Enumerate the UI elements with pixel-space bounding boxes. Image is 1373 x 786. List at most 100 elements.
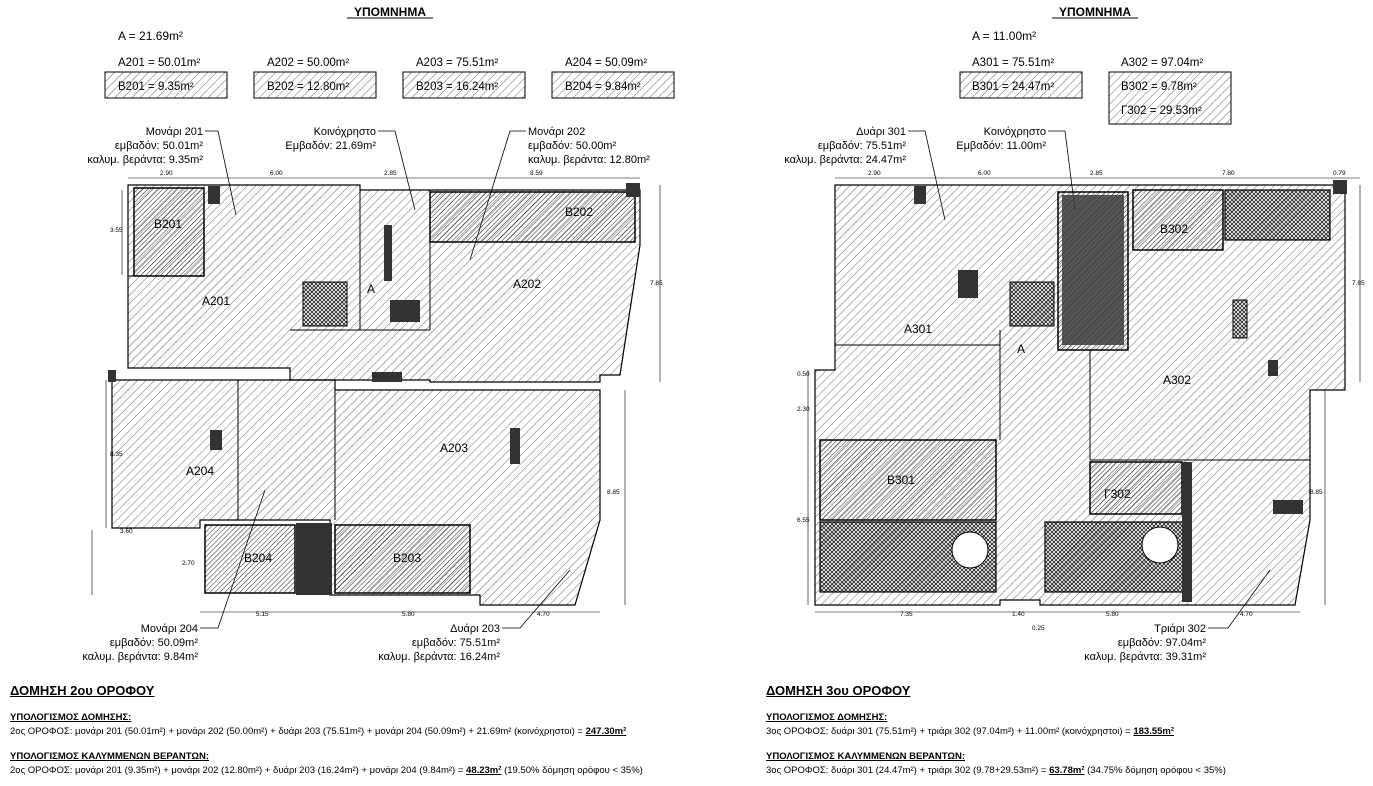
right-dim-top3: 2.85 bbox=[1090, 170, 1103, 177]
right-callout-302-veranda: καλυμ. βεράντα: 39.31m² bbox=[1084, 651, 1206, 663]
left-callout-201-area: εμβαδόν: 50.01m² bbox=[115, 140, 203, 152]
left-label-a: A bbox=[367, 282, 375, 296]
left-callout-204-area: εμβαδόν: 50.09m² bbox=[110, 637, 198, 649]
right-dim-right2: 8.85 bbox=[1310, 489, 1323, 496]
left-callout-203-veranda: καλυμ. βεράντα: 16.24m² bbox=[378, 651, 500, 663]
right-dim-top4: 7.80 bbox=[1222, 170, 1235, 177]
left-calc1-text: 2ος ΟΡΟΦΟΣ: μονάρι 201 (50.01m²) + μονάρ… bbox=[10, 726, 583, 737]
right-dim-bot4: 4.70 bbox=[1240, 611, 1253, 618]
left-dim-left1: 3.55 bbox=[110, 227, 123, 234]
left-area-a204: A204 = 50.09m² bbox=[565, 57, 647, 69]
left-dim-right2: 8.85 bbox=[607, 489, 620, 496]
right-legend-title: ΥΠΟΜΝΗΜΑ bbox=[1059, 5, 1131, 19]
right-calc1-text: 3ος ΟΡΟΦΟΣ: δυάρι 301 (75.51m²) + τριάρι… bbox=[766, 726, 1131, 737]
right-calc2-text: 3ος ΟΡΟΦΟΣ: δυάρι 301 (24.47m²) + τριάρι… bbox=[766, 765, 1047, 776]
right-dim-top2: 6.00 bbox=[978, 170, 991, 177]
right-dim-left2: 6.55 bbox=[797, 517, 810, 524]
left-dim-bot2: 5.80 bbox=[402, 611, 415, 618]
right-area-a301: A301 = 75.51m² bbox=[972, 57, 1054, 69]
left-veranda-b203: B203 = 16.24m² bbox=[416, 81, 498, 93]
right-dim-bot3: 5.80 bbox=[1106, 611, 1119, 618]
right-callout-301-area: εμβαδόν: 75.51m² bbox=[818, 140, 906, 152]
right-calc2-note: (34.75% δόμηση ορόφου < 35%) bbox=[1087, 765, 1226, 776]
left-floor-plan: B201 B202 A201 A202 A A203 A204 B204 B20… bbox=[91, 170, 663, 618]
right-callout-301-title: Δυάρι 301 bbox=[856, 126, 906, 138]
right-calc1-total: 183.55m² bbox=[1133, 726, 1175, 737]
left-callouts: Μονάρι 201 εμβαδόν: 50.01m² καλυμ. βεράν… bbox=[82, 126, 650, 663]
left-dim-top2: 6.00 bbox=[270, 170, 283, 177]
left-calc1-title: ΥΠΟΛΟΓΙΣΜΟΣ ΔΟΜΗΣΗΣ: bbox=[10, 712, 132, 723]
left-callout-204-veranda: καλυμ. βεράντα: 9.84m² bbox=[82, 651, 198, 663]
left-section-title: ΔΟΜΗΣΗ 2ου ΟΡΟΦΟΥ bbox=[10, 683, 155, 698]
left-dim-top1: 2.90 bbox=[160, 170, 173, 177]
left-area-a203: A203 = 75.51m² bbox=[416, 57, 498, 69]
right-label-b301: B301 bbox=[887, 473, 915, 487]
left-calc1-line: 2ος ΟΡΟΦΟΣ: μονάρι 201 (50.01m²) + μονάρ… bbox=[10, 726, 626, 737]
left-veranda-b204: B204 = 9.84m² bbox=[565, 81, 641, 93]
right-floor-plan: B302 A301 A A302 B301 Γ302 2.90 6.00 2.8… bbox=[797, 170, 1365, 632]
right-dim-top5: 0.79 bbox=[1333, 170, 1346, 177]
left-legend-title: ΥΠΟΜΝΗΜΑ bbox=[354, 5, 426, 19]
right-dim-bot2: 1.40 bbox=[1012, 611, 1025, 618]
left-calc2-title: ΥΠΟΛΟΓΙΣΜΟΣ ΚΑΛΥΜΜΕΝΩΝ ΒΕΡΑΝΤΩΝ: bbox=[10, 751, 209, 762]
left-dim-top4: 8.59 bbox=[530, 170, 543, 177]
left-callout-common-area: Εμβαδόν: 21.69m² bbox=[285, 140, 376, 152]
right-dim-right: 7.85 bbox=[1352, 280, 1365, 287]
left-legend: ΥΠΟΜΝΗΜΑ A = 21.69m² A201 = 50.01m² A202… bbox=[104, 5, 675, 99]
right-area-a302: A302 = 97.04m² bbox=[1121, 57, 1203, 69]
right-dim-top1: 2.90 bbox=[868, 170, 881, 177]
right-calc1-line: 3ος ΟΡΟΦΟΣ: δυάρι 301 (75.51m²) + τριάρι… bbox=[766, 726, 1174, 737]
left-common-area: A = 21.69m² bbox=[118, 29, 183, 43]
left-callout-202-area: εμβαδόν: 50.00m² bbox=[528, 140, 616, 152]
left-callout-202-title: Μονάρι 202 bbox=[528, 126, 585, 138]
right-legend: ΥΠΟΜΝΗΜΑ A = 11.00m² A301 = 75.51m² A302… bbox=[959, 5, 1232, 125]
left-dim-bot1: 5.15 bbox=[256, 611, 269, 618]
right-dim-bot1: 7.35 bbox=[900, 611, 913, 618]
left-callout-201-title: Μονάρι 201 bbox=[146, 126, 203, 138]
right-callout-common-area: Εμβαδόν: 11.00m² bbox=[956, 140, 1046, 152]
left-label-a202: A202 bbox=[513, 277, 541, 291]
left-callout-201-veranda: καλυμ. βεράντα: 9.35m² bbox=[87, 154, 203, 166]
left-callout-203-area: εμβαδόν: 75.51m² bbox=[412, 637, 500, 649]
left-area-a202: A202 = 50.00m² bbox=[267, 57, 349, 69]
right-callout-common-title: Κοινόχρηστο bbox=[984, 126, 1046, 138]
right-label-a: A bbox=[1017, 342, 1025, 356]
left-callout-203-title: Δυάρι 203 bbox=[450, 623, 500, 635]
right-veranda-b302: B302 = 9.78m² bbox=[1121, 81, 1197, 93]
left-label-a201: A201 bbox=[202, 294, 230, 308]
right-callout-302-title: Τριάρι 302 bbox=[1154, 623, 1206, 635]
left-calc2-note: (19.50% δόμηση ορόφου < 35%) bbox=[504, 765, 643, 776]
left-dim-top3: 2.85 bbox=[384, 170, 397, 177]
left-calc2-total: 48.23m² bbox=[466, 765, 502, 776]
left-veranda-b201: B201 = 9.35m² bbox=[118, 81, 194, 93]
right-dim-left1: 2.30 bbox=[797, 406, 810, 413]
left-dim-left2: 8.35 bbox=[110, 451, 123, 458]
right-dim-bot5: 0.25 bbox=[1032, 625, 1045, 632]
right-label-a302: A302 bbox=[1163, 373, 1191, 387]
left-label-a204: A204 bbox=[186, 464, 214, 478]
left-calc2-line: 2ος ΟΡΟΦΟΣ: μονάρι 201 (9.35m²) + μονάρι… bbox=[10, 765, 643, 776]
left-callout-204-title: Μονάρι 204 bbox=[141, 623, 198, 635]
right-callout-302-area: εμβαδόν: 97.04m² bbox=[1118, 637, 1206, 649]
right-common-area: A = 11.00m² bbox=[972, 29, 1036, 43]
left-label-b201: B201 bbox=[154, 217, 182, 231]
right-callouts: Δυάρι 301 εμβαδόν: 75.51m² καλυμ. βεράντ… bbox=[784, 126, 1271, 663]
right-label-a301: A301 bbox=[904, 322, 932, 336]
left-veranda-b202: B202 = 12.80m² bbox=[267, 81, 349, 93]
left-dim-right: 7.85 bbox=[650, 280, 663, 287]
right-calc2-line: 3ος ΟΡΟΦΟΣ: δυάρι 301 (24.47m²) + τριάρι… bbox=[766, 765, 1226, 776]
left-dim-bot3: 4.70 bbox=[537, 611, 550, 618]
right-dim-left3: 0.50 bbox=[797, 371, 810, 378]
right-label-g302: Γ302 bbox=[1104, 487, 1131, 501]
left-dim-left3: 2.70 bbox=[182, 560, 195, 567]
left-callout-common-title: Κοινόχρηστο bbox=[314, 126, 376, 138]
left-label-b203: B203 bbox=[393, 551, 421, 565]
left-label-a203: A203 bbox=[440, 441, 468, 455]
left-calc2-text: 2ος ΟΡΟΦΟΣ: μονάρι 201 (9.35m²) + μονάρι… bbox=[10, 765, 464, 776]
right-calc1-title: ΥΠΟΛΟΓΙΣΜΟΣ ΔΟΜΗΣΗΣ: bbox=[766, 712, 888, 723]
left-calc1-total: 247.30m² bbox=[585, 726, 627, 737]
left-dim-bot4: 3.60 bbox=[120, 528, 133, 535]
left-label-b204: B204 bbox=[244, 551, 272, 565]
right-veranda-b301: B301 = 24.47m² bbox=[972, 81, 1054, 93]
